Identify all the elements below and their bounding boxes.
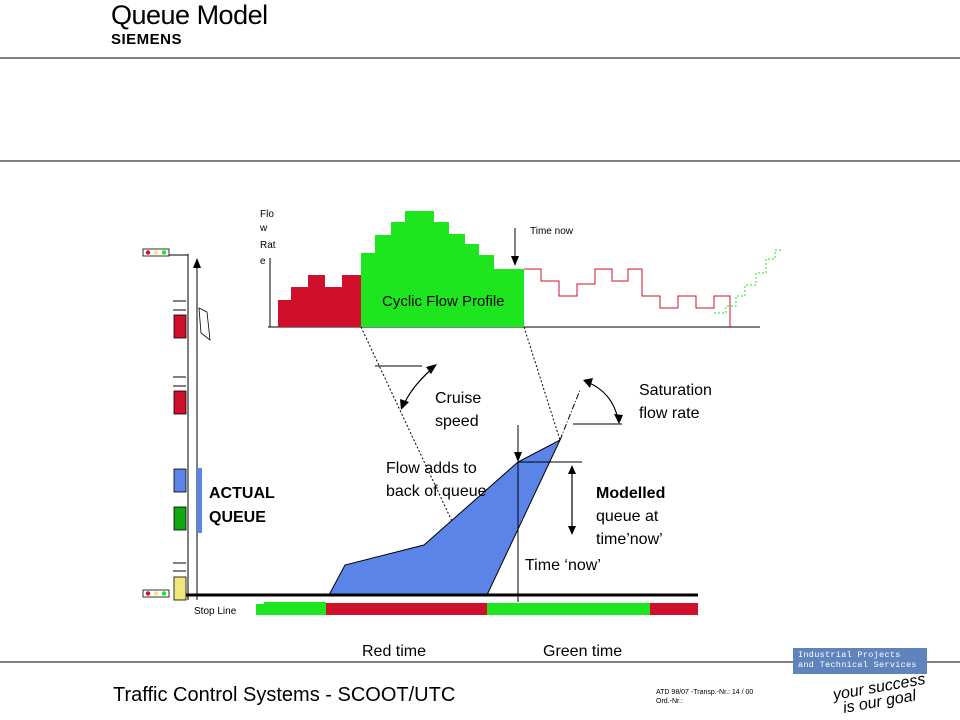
time-now-arrowhead bbox=[514, 452, 522, 462]
cruise-angle-arc bbox=[403, 367, 434, 405]
stop-line-label: Stop Line bbox=[194, 606, 237, 617]
vehicle-yellow bbox=[173, 576, 187, 601]
flow-rate-label-4: e bbox=[260, 256, 266, 267]
modelled-label-2: queue at bbox=[596, 508, 659, 525]
cruise-arc-head-bottom bbox=[400, 399, 409, 410]
time-now-top-label: Time now bbox=[530, 226, 574, 237]
cruise-label-1: Cruise bbox=[435, 390, 481, 407]
saturation-arc-head-bottom bbox=[614, 414, 623, 424]
traffic-light-top-red bbox=[145, 250, 151, 255]
saturation-dashdot bbox=[559, 389, 581, 441]
signal-bar-green-2 bbox=[487, 603, 650, 615]
logo-line-1: Industrial Projects bbox=[798, 650, 901, 660]
modelled-label-3: time’now’ bbox=[596, 531, 663, 548]
vehicle-red-2 bbox=[173, 390, 187, 415]
traffic-light-top-green bbox=[161, 250, 167, 255]
actual-queue-label-1: ACTUAL bbox=[209, 485, 275, 502]
vehicle-red-1 bbox=[173, 314, 187, 339]
flow-profile-green-block bbox=[361, 211, 524, 327]
division-logo: Industrial Projects and Technical Servic… bbox=[793, 648, 927, 674]
footer-title: Traffic Control Systems - SCOOT/UTC bbox=[113, 684, 456, 706]
green-time-label: Green time bbox=[543, 643, 622, 660]
brand-logo: SIEMENS bbox=[111, 31, 183, 48]
red-time-label: Red time bbox=[362, 643, 426, 660]
page-title: Queue Model bbox=[111, 0, 268, 30]
cruise-trajectory-green bbox=[523, 326, 561, 441]
vehicle-green bbox=[173, 506, 187, 531]
saturation-label-2: flow rate bbox=[639, 405, 700, 422]
cruise-arc-head-top bbox=[426, 364, 437, 374]
flow-profile-red-block bbox=[278, 275, 361, 327]
actual-queue-label-2: QUEUE bbox=[209, 509, 266, 526]
saturation-label-1: Saturation bbox=[639, 382, 712, 399]
travel-direction-arrowhead bbox=[193, 258, 201, 268]
cruise-label-2: speed bbox=[435, 413, 479, 430]
modelled-label-1: Modelled bbox=[596, 485, 665, 502]
traffic-light-bottom-amber bbox=[153, 591, 159, 596]
flow-adds-label-1: Flow adds to bbox=[386, 460, 477, 477]
signal-bar-red-1 bbox=[326, 603, 487, 615]
traffic-light-bottom-green bbox=[161, 591, 167, 596]
flow-rate-label-1: Flo bbox=[260, 209, 274, 220]
footer-reference: ATD 98/07 -Transp.-Nr.: 14 / 00 Ord.-Nr.… bbox=[656, 688, 753, 706]
modelled-queue-arrowhead-top bbox=[568, 465, 576, 474]
signal-bar-green-1 bbox=[256, 602, 326, 615]
traffic-light-top-amber bbox=[153, 250, 159, 255]
signal-bar-red-2 bbox=[650, 603, 698, 615]
saturation-angle-arc bbox=[586, 381, 619, 420]
flow-rate-label-3: Rat bbox=[260, 240, 276, 251]
vehicle-blue bbox=[173, 468, 187, 493]
footer-ref-line-2: Ord.-Nr.: bbox=[656, 698, 683, 705]
cyclic-flow-profile-label: Cyclic Flow Profile bbox=[382, 293, 505, 310]
time-now-top-arrowhead bbox=[511, 256, 519, 266]
traffic-light-bottom-red bbox=[145, 591, 151, 596]
future-green-dotted bbox=[714, 249, 782, 314]
saturation-arc-head-top bbox=[583, 378, 593, 388]
cruise-trajectory-red bbox=[360, 326, 488, 597]
flow-adds-label-2: back of queue bbox=[386, 483, 487, 500]
modelled-queue-arrowhead-bottom bbox=[568, 526, 576, 535]
logo-line-2: and Technical Services bbox=[798, 660, 917, 670]
future-flow-outline bbox=[524, 268, 731, 327]
footer-ref-line-1: ATD 98/07 -Transp.-Nr.: 14 / 00 bbox=[656, 689, 754, 696]
flow-rate-label-2: w bbox=[259, 223, 268, 234]
actual-queue-bar bbox=[197, 468, 202, 533]
time-now-bottom-label: Time ‘now’ bbox=[525, 557, 601, 574]
detector-shape bbox=[198, 307, 211, 341]
